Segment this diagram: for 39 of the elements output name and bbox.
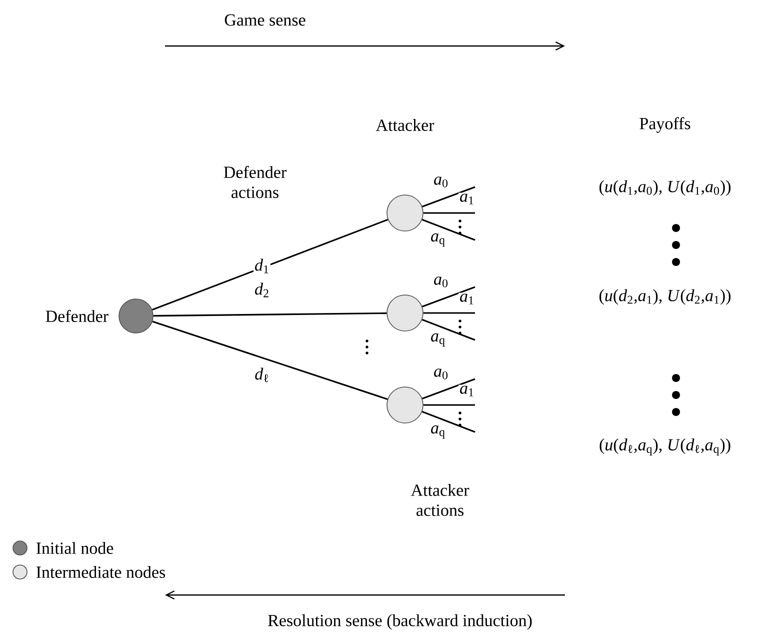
edge-label: a$_{q}$	[430, 332, 446, 348]
edge-label: a$_{0}$	[432, 176, 450, 188]
payoff-label: (u(d$_{2}$,a$_{1}$), U(d$_{2}$,a$_{1}$))	[599, 289, 731, 305]
column-heading: Payoffs	[640, 117, 690, 133]
legend-label: Initial node	[36, 542, 114, 554]
edge-label: a$_{1}$	[458, 192, 476, 206]
edge-label: a$_{1}$	[458, 292, 476, 306]
edge-label: a$_{q}$	[430, 424, 446, 440]
edge-label: d$_{1}$	[254, 258, 270, 274]
branch-line	[422, 378, 476, 400]
branch-line	[423, 212, 475, 214]
edge-label: a$_{0}$	[432, 368, 450, 380]
branch-line	[423, 312, 475, 314]
legend-label: Intermediate nodes	[36, 566, 166, 578]
branch-line	[422, 186, 476, 208]
branch-line	[423, 404, 475, 406]
branch-line	[422, 218, 476, 241]
direction-label: Resolution sense (backward induction)	[268, 614, 532, 630]
node-label: Defender	[46, 310, 108, 322]
tree-node	[386, 386, 424, 424]
branch-line	[422, 318, 476, 341]
actions-label: Defender actions	[224, 166, 286, 198]
edge-label: d$_{ℓ}$	[254, 366, 270, 384]
branch-line	[422, 410, 476, 433]
branch-line	[153, 312, 387, 317]
tree-node	[386, 194, 424, 232]
actions-label: Attacker actions	[410, 484, 470, 516]
edge-label: a$_{q}$	[430, 232, 446, 248]
edge-label: d$_{2}$	[254, 282, 270, 298]
branch-line	[152, 320, 388, 400]
payoff-label: (u(d$_{1}$,a$_{0}$), U(d$_{1}$,a$_{0}$))	[599, 180, 731, 196]
payoff-label: (u(d$_{ℓ}$,a$_{q}$), U(d$_{ℓ}$,a$_{q}$))	[600, 438, 730, 456]
direction-label: Game sense	[224, 14, 306, 26]
edge-label: a$_{1}$	[458, 384, 476, 398]
branch-line	[152, 218, 388, 311]
player-label: Attacker	[376, 119, 434, 131]
edge-label: a$_{0}$	[432, 276, 450, 288]
tree-node	[386, 294, 424, 332]
branch-line	[422, 286, 476, 308]
